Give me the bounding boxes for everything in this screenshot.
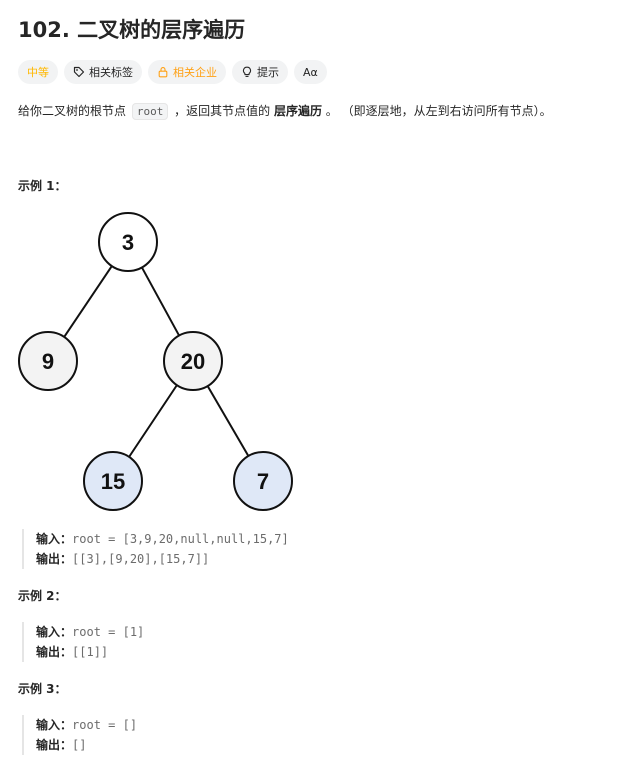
input-label: 输入： bbox=[36, 718, 73, 732]
example-1-heading: 示例 1： bbox=[18, 179, 67, 193]
example-1-io: 输入：root = [3,9,20,null,null,15,7] 输出：[[3… bbox=[22, 529, 289, 569]
font-toggle-button[interactable]: Aα bbox=[294, 60, 327, 84]
hints-button[interactable]: 提示 bbox=[232, 60, 288, 84]
output-value: [[3],[9,20],[15,7]] bbox=[72, 552, 210, 566]
related-companies-label: 相关企业 bbox=[173, 66, 217, 79]
input-label: 输入： bbox=[36, 532, 73, 546]
input-value: root = [] bbox=[72, 718, 138, 732]
tag-icon bbox=[73, 66, 85, 78]
tree-node: 9 bbox=[18, 331, 78, 391]
related-topics-button[interactable]: 相关标签 bbox=[64, 60, 142, 84]
tree-node: 3 bbox=[98, 212, 158, 272]
tree-node-label: 7 bbox=[257, 469, 269, 494]
tree-node-label: 15 bbox=[101, 469, 125, 494]
related-topics-label: 相关标签 bbox=[89, 66, 133, 79]
input-value: root = [3,9,20,null,null,15,7] bbox=[72, 532, 289, 546]
tree-node: 20 bbox=[163, 331, 223, 391]
example-2-output: 输出：[[1]] bbox=[36, 642, 144, 662]
tree-node-label: 9 bbox=[42, 349, 54, 374]
desc-text-3: 。 （即逐层地，从左到右访问所有节点）。 bbox=[321, 104, 552, 118]
tree-edge bbox=[63, 265, 113, 338]
output-label: 输出： bbox=[36, 738, 73, 752]
desc-bold-text: 层序遍历 bbox=[273, 104, 322, 118]
output-value: [] bbox=[72, 738, 87, 752]
tree-node-circle bbox=[18, 331, 78, 391]
example-2-io: 输入：root = [1] 输出：[[1]] bbox=[22, 622, 144, 662]
desc-code-root: root bbox=[131, 103, 169, 120]
output-label: 输出： bbox=[36, 645, 73, 659]
output-value: [[1]] bbox=[72, 645, 109, 659]
example-3-output: 输出：[] bbox=[36, 735, 137, 755]
tree-edge bbox=[206, 385, 250, 457]
example-2-input: 输入：root = [1] bbox=[36, 622, 144, 642]
tree-edge bbox=[141, 266, 180, 337]
tree-node-circle bbox=[233, 451, 293, 511]
tree-node-circle bbox=[98, 212, 158, 272]
input-label: 输入： bbox=[36, 625, 73, 639]
desc-text-2: ，返回其节点值的 bbox=[170, 104, 274, 118]
tree-node-circle bbox=[163, 331, 223, 391]
tree-node-label: 20 bbox=[181, 349, 205, 374]
tree-node: 15 bbox=[83, 451, 143, 511]
desc-text-1: 给你二叉树的根节点 bbox=[18, 104, 130, 118]
hints-label: 提示 bbox=[257, 66, 279, 79]
tree-edge bbox=[128, 384, 178, 458]
output-label: 输出： bbox=[36, 552, 73, 566]
related-companies-button[interactable]: 相关企业 bbox=[148, 60, 226, 84]
example-1-tree-diagram: 3 9 20 15 7 bbox=[18, 212, 293, 511]
lock-icon bbox=[158, 67, 168, 78]
example-3-input: 输入：root = [] bbox=[36, 715, 137, 735]
input-value: root = [1] bbox=[72, 625, 145, 639]
problem-description: 给你二叉树的根节点 root ，返回其节点值的 层序遍历 。 （即逐层地，从左到… bbox=[18, 101, 552, 122]
example-3-heading: 示例 3： bbox=[18, 682, 67, 696]
example-3-io: 输入：root = [] 输出：[] bbox=[22, 715, 137, 755]
tree-node: 7 bbox=[233, 451, 293, 511]
example-2-heading: 示例 2： bbox=[18, 589, 67, 603]
example-1-output: 输出：[[3],[9,20],[15,7]] bbox=[36, 549, 289, 569]
tree-node-circle bbox=[83, 451, 143, 511]
problem-title: 102. 二叉树的层序遍历 bbox=[18, 18, 246, 42]
lightbulb-icon bbox=[242, 66, 252, 77]
tag-bar: 中等 相关标签 相关企业 提示 Aα bbox=[18, 60, 327, 84]
difficulty-badge: 中等 bbox=[18, 60, 58, 84]
tree-node-label: 3 bbox=[122, 230, 134, 255]
example-1-input: 输入：root = [3,9,20,null,null,15,7] bbox=[36, 529, 289, 549]
